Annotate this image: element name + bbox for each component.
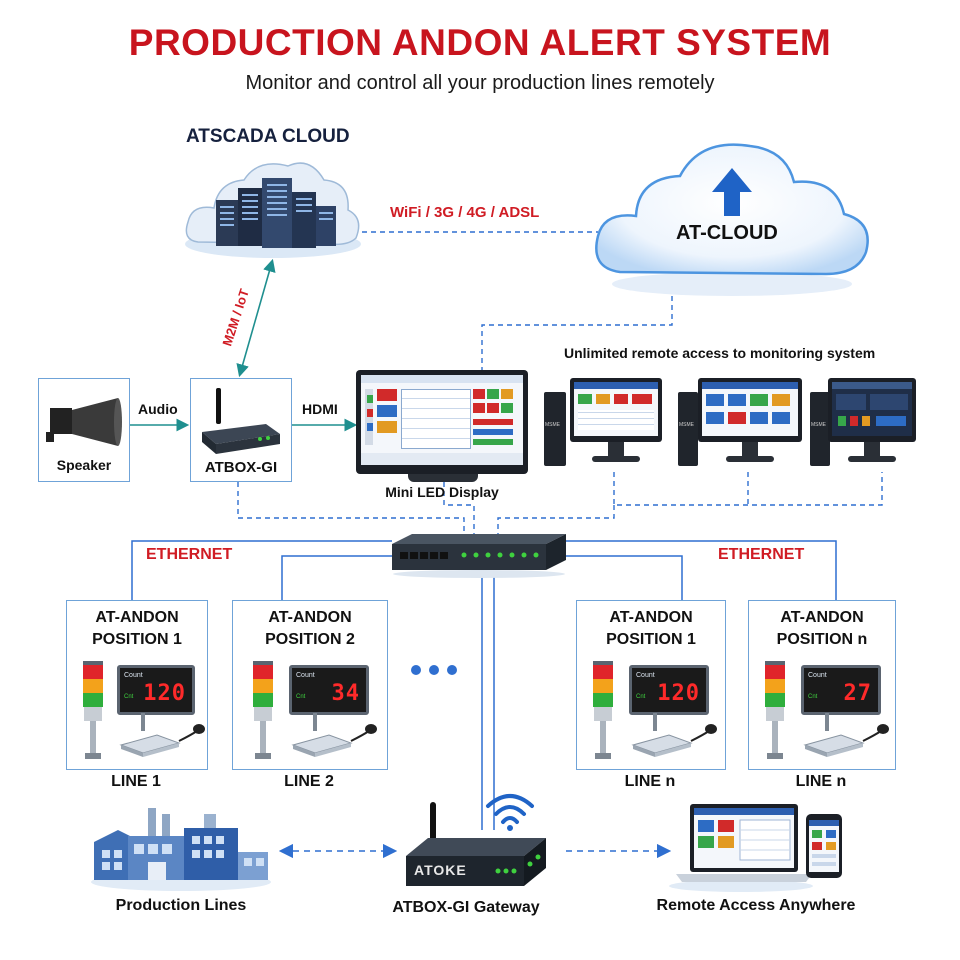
- andon-count-display: Count 120 Cnt: [629, 665, 709, 715]
- hdmi-label: HDMI: [302, 401, 338, 417]
- remote-pc-2: MSME: [678, 378, 808, 470]
- factory-icon: [91, 808, 271, 891]
- laptop-icon: [669, 804, 813, 892]
- monitor-icon: [828, 378, 916, 442]
- router-icon: [202, 388, 280, 454]
- remote-access-anywhere-label: Remote Access Anywhere: [656, 897, 856, 914]
- remote-access-label: Unlimited remote access to monitoring sy…: [564, 345, 876, 361]
- upload-cloud-icon: [595, 143, 869, 296]
- line-label: LINE n: [795, 773, 847, 790]
- andon-base-icon: [631, 713, 717, 757]
- at-cloud-label: AT-CLOUD: [676, 222, 778, 244]
- andon-count-value: 120: [143, 681, 186, 706]
- speaker-icon: [46, 398, 122, 446]
- ethernet-label-left: ETHERNET: [146, 546, 233, 563]
- production-lines-label: Production Lines: [115, 897, 247, 914]
- atbox-label: ATBOX-GI: [204, 459, 278, 476]
- andon-tower-icon: [765, 661, 785, 759]
- andon-count-value: 34: [331, 681, 360, 706]
- gateway-label: ATBOX-GI Gateway: [392, 899, 540, 916]
- pc-brand: MSME: [811, 422, 826, 428]
- andon-base-icon: [119, 713, 205, 757]
- atscada-cloud-label: ATSCADA CLOUD: [186, 126, 350, 147]
- page-title: PRODUCTION ANDON ALERT SYSTEM: [128, 22, 832, 63]
- andon-count-display: Count 27 Cnt: [801, 665, 881, 715]
- pc-brand: MSME: [679, 422, 694, 428]
- server-cloud-icon: [185, 162, 361, 258]
- monitor-icon: [698, 378, 802, 442]
- andon-base-icon: [803, 713, 889, 757]
- mini-led-display: [356, 370, 528, 474]
- andon-count-display: Count 34 Cnt: [289, 665, 369, 715]
- pc-brand: MSME: [545, 422, 560, 428]
- desktop-pc-icon: MSME: [544, 392, 566, 466]
- display-stand: [408, 474, 478, 482]
- ethernet-label-right: ETHERNET: [718, 546, 805, 563]
- line-label: LINE n: [624, 773, 676, 790]
- remote-pc-1: MSME: [544, 378, 664, 470]
- desktop-pc-icon: MSME: [678, 392, 698, 466]
- andon-count-value: 27: [843, 681, 872, 706]
- remote-pc-3: MSME: [810, 378, 920, 470]
- router-icon: [406, 802, 546, 886]
- speaker-label: Speaker: [56, 457, 112, 473]
- phone-icon: [806, 814, 842, 878]
- line-label: LINE 1: [111, 773, 161, 790]
- more-positions-ellipsis: [411, 665, 457, 675]
- wifi-icon: [486, 794, 534, 831]
- andon-tower-icon: [83, 661, 103, 759]
- link-type-label: WiFi / 3G / 4G / ADSL: [390, 204, 540, 221]
- network-switch-icon: [392, 534, 566, 578]
- gateway-device-text: ATOKE: [414, 862, 467, 878]
- line-label: LINE 2: [284, 773, 334, 790]
- page-subtitle: Monitor and control all your production …: [245, 72, 715, 94]
- andon-tower-icon: [253, 661, 273, 759]
- mini-led-display-label: Mini LED Display: [385, 484, 499, 500]
- audio-label: Audio: [138, 401, 178, 417]
- andon-base-icon: [291, 713, 377, 757]
- andon-count-display: Count 120 Cnt: [117, 665, 195, 715]
- andon-count-value: 120: [657, 681, 700, 706]
- monitor-icon: [570, 378, 662, 442]
- desktop-pc-icon: MSME: [810, 392, 830, 466]
- andon-tower-icon: [593, 661, 613, 759]
